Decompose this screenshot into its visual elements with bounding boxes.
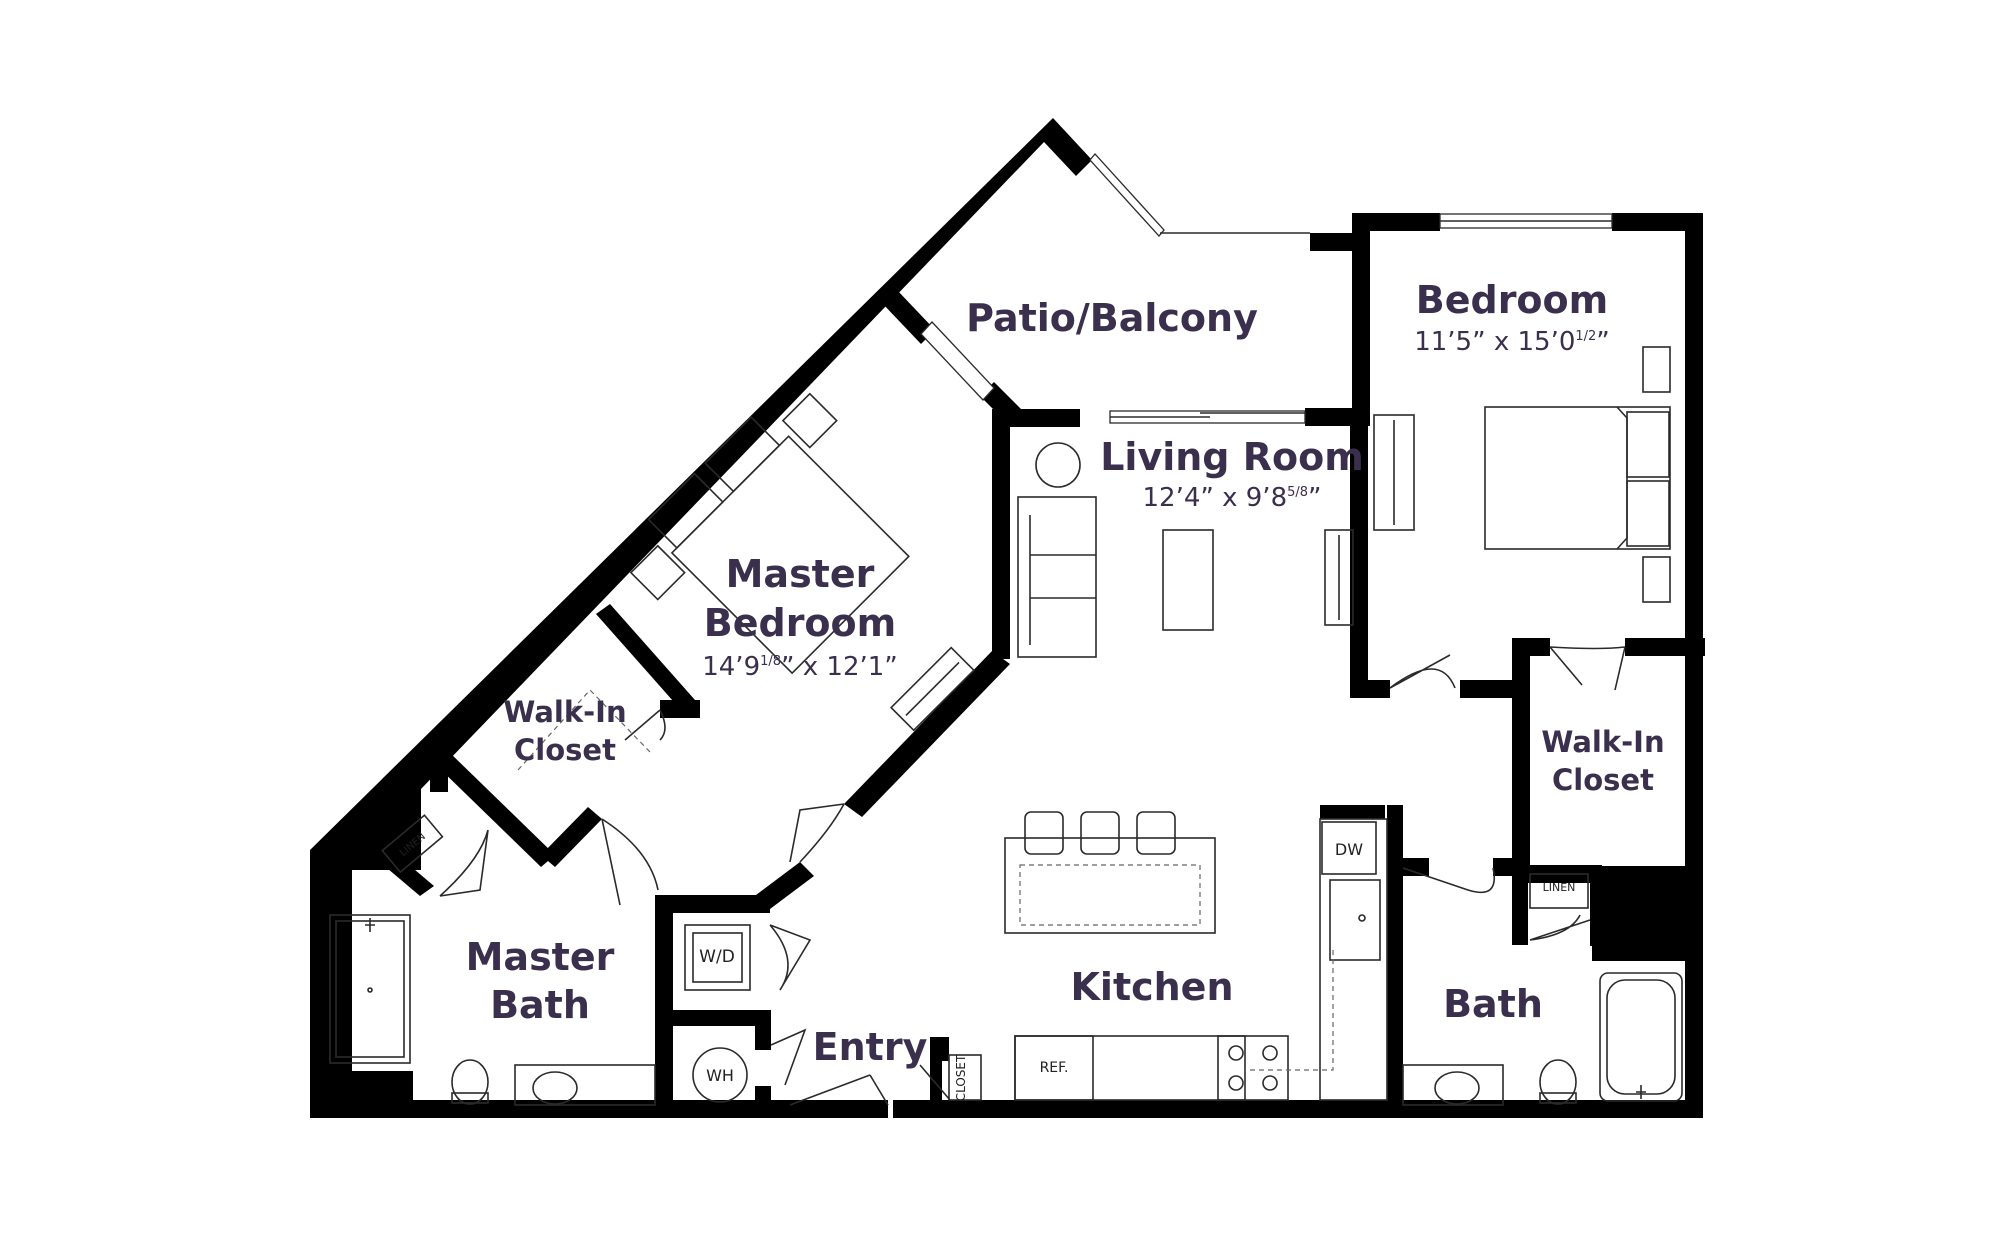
master-bedroom-label-line1: Master [726, 552, 875, 596]
furniture [329, 346, 1683, 1106]
linen-corner-block [1590, 866, 1685, 946]
patio-label: Patio/Balcony [966, 296, 1258, 340]
washer-dryer [684, 924, 751, 991]
master-dresser [889, 646, 975, 732]
kitchen-island [1004, 837, 1216, 934]
interior-walls [368, 213, 1705, 1106]
water-heater [692, 1047, 748, 1103]
washer-dryer-label: W/D [699, 947, 735, 967]
master-vanity [514, 1064, 656, 1106]
living-coffee-table [1162, 529, 1214, 631]
master-toilet [451, 1059, 489, 1105]
bath-vanity [1402, 1064, 1504, 1106]
kitchen-range [1217, 1035, 1289, 1101]
bedroom-bed [1484, 406, 1671, 550]
stool-2 [1080, 811, 1120, 855]
bottom-wall-right [893, 1100, 1703, 1118]
living-room-label: Living Room [1100, 435, 1364, 479]
master-bedroom-label-line2: Bedroom [704, 601, 897, 645]
bottom-wall-left [310, 1100, 888, 1118]
refrigerator-label: REF. [1040, 1060, 1069, 1076]
bathtub [1599, 972, 1683, 1102]
stool-1 [1024, 811, 1064, 855]
living-side-table [1035, 442, 1081, 488]
refrigerator [1014, 1035, 1094, 1101]
top-right-wall-left [1360, 213, 1440, 231]
diagonal-exterior-wall [310, 118, 1092, 1118]
dishwasher-label: DW [1335, 840, 1363, 859]
entry-label: Entry [813, 1025, 928, 1069]
master-bath-label-line2: Bath [490, 983, 590, 1027]
walk-in-closet-right-line1: Walk-In [1541, 725, 1664, 759]
master-bedroom-window [920, 321, 995, 401]
linen-left [381, 814, 444, 874]
room-labels: Patio/Balcony Bedroom 11’5” x 15’01/2” L… [466, 278, 1665, 1069]
walk-in-closet-left-line2: Closet [514, 733, 616, 767]
bath-bottom-left-wall [331, 1071, 413, 1100]
closet-label: CLOSET [954, 1054, 968, 1101]
tub-top-wall [1592, 945, 1687, 961]
master-bedroom-dimensions: 14’91/8” x 12’1” [702, 652, 898, 682]
bedroom-nightstand-bottom [1642, 556, 1671, 603]
entry-closet [948, 1054, 982, 1101]
walk-in-closet-right-line2: Closet [1552, 763, 1654, 797]
linen-right-label: LINEN [1543, 881, 1576, 894]
master-bath-label-line1: Master [466, 935, 615, 979]
bedroom-dimensions: 11’5” x 15’01/2” [1414, 327, 1610, 357]
bedroom-nightstand-top [1642, 346, 1671, 393]
door-swings [439, 646, 1626, 1106]
bath-toilet [1539, 1059, 1577, 1105]
bedroom-dresser [1373, 414, 1415, 531]
walk-in-closet-left-line1: Walk-In [503, 695, 626, 729]
right-wall [1685, 213, 1703, 1118]
master-shower [329, 914, 411, 1064]
living-sofa [1017, 496, 1097, 658]
linen-right [1529, 873, 1589, 909]
top-right-wall-right [1612, 213, 1703, 231]
master-bed [670, 435, 910, 675]
kitchen-label: Kitchen [1070, 965, 1233, 1009]
patio-diagonal-railing [1089, 153, 1165, 237]
stool-3 [1136, 811, 1176, 855]
exterior-walls [310, 118, 1703, 1118]
kitchen-counter-right [1319, 818, 1388, 1101]
windows [920, 153, 1613, 424]
living-tv-console [1324, 529, 1354, 626]
living-room-dimensions: 12’4” x 9’85/8” [1142, 483, 1321, 513]
kitchen-sink [1329, 879, 1381, 961]
bath-label: Bath [1443, 982, 1543, 1026]
water-heater-label: WH [706, 1066, 734, 1085]
dishwasher [1321, 821, 1377, 875]
bedroom-label: Bedroom [1416, 278, 1609, 322]
